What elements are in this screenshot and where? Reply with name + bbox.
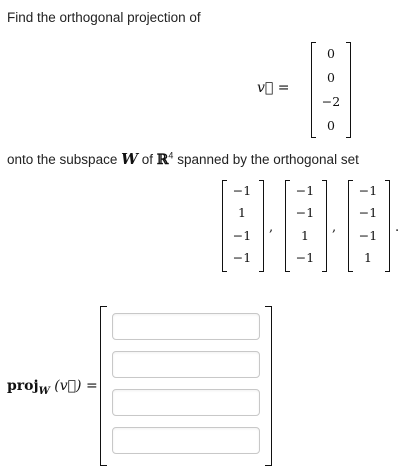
vector-v-entry: 0 (327, 46, 335, 61)
basis-vector-3: −1 −1 −1 1 (348, 180, 390, 272)
vector-v-matrix: 0 0 −2 0 (311, 42, 351, 138)
answer-right-bracket (265, 306, 272, 466)
vector-v-entry: −2 (321, 94, 341, 109)
left-bracket (222, 180, 227, 272)
answer-left-bracket (100, 306, 107, 466)
left-bracket (311, 42, 316, 138)
left-bracket (348, 180, 353, 272)
answer-input-3[interactable] (112, 389, 260, 416)
left-bracket (285, 180, 290, 272)
subspace-text: onto the subspace W of ℝ4 spanned by the… (7, 150, 359, 168)
proj-text: proj (7, 378, 39, 394)
of-text: of (141, 152, 153, 167)
right-bracket (259, 180, 264, 272)
basis-vector-2: −1 −1 1 −1 (285, 180, 327, 272)
basis-entry: −1 (232, 228, 252, 243)
basis-entry: −1 (295, 250, 315, 265)
basis-entry: −1 (232, 250, 252, 265)
answer-input-2[interactable] (112, 351, 260, 378)
basis-entry: 1 (238, 205, 246, 220)
separator-comma: , (332, 220, 337, 235)
basis-entry: −1 (358, 205, 378, 220)
answer-input-1[interactable] (112, 313, 260, 340)
basis-entry: −1 (358, 228, 378, 243)
space-exponent: 4 (168, 150, 174, 161)
basis-entry: −1 (358, 183, 378, 198)
basis-entry: −1 (295, 183, 315, 198)
vector-v-entry: 0 (327, 70, 335, 85)
basis-entry: 1 (364, 250, 372, 265)
projection-label: projW (v⃗) = (7, 378, 98, 397)
intro-text: Find the orthogonal projection of (7, 10, 201, 25)
right-bracket (322, 180, 327, 272)
spanned-text: spanned by the orthogonal set (177, 152, 359, 167)
vector-v-label: v⃗ = (257, 80, 290, 96)
basis-entry: −1 (295, 205, 315, 220)
end-period: . (395, 220, 400, 235)
vector-v-entry: 0 (327, 118, 335, 133)
answer-input-4[interactable] (112, 427, 260, 454)
basis-vector-1: −1 1 −1 −1 (222, 180, 264, 272)
basis-entry: −1 (232, 183, 252, 198)
onto-text: onto the subspace (7, 152, 118, 167)
proj-subscript: W (38, 385, 50, 397)
space-symbol: ℝ (156, 152, 169, 168)
proj-argument: (v⃗) = (54, 378, 98, 394)
separator-comma: , (269, 220, 274, 235)
subspace-var: W (121, 150, 138, 168)
right-bracket (385, 180, 390, 272)
right-bracket (346, 42, 351, 138)
basis-entry: 1 (301, 228, 309, 243)
